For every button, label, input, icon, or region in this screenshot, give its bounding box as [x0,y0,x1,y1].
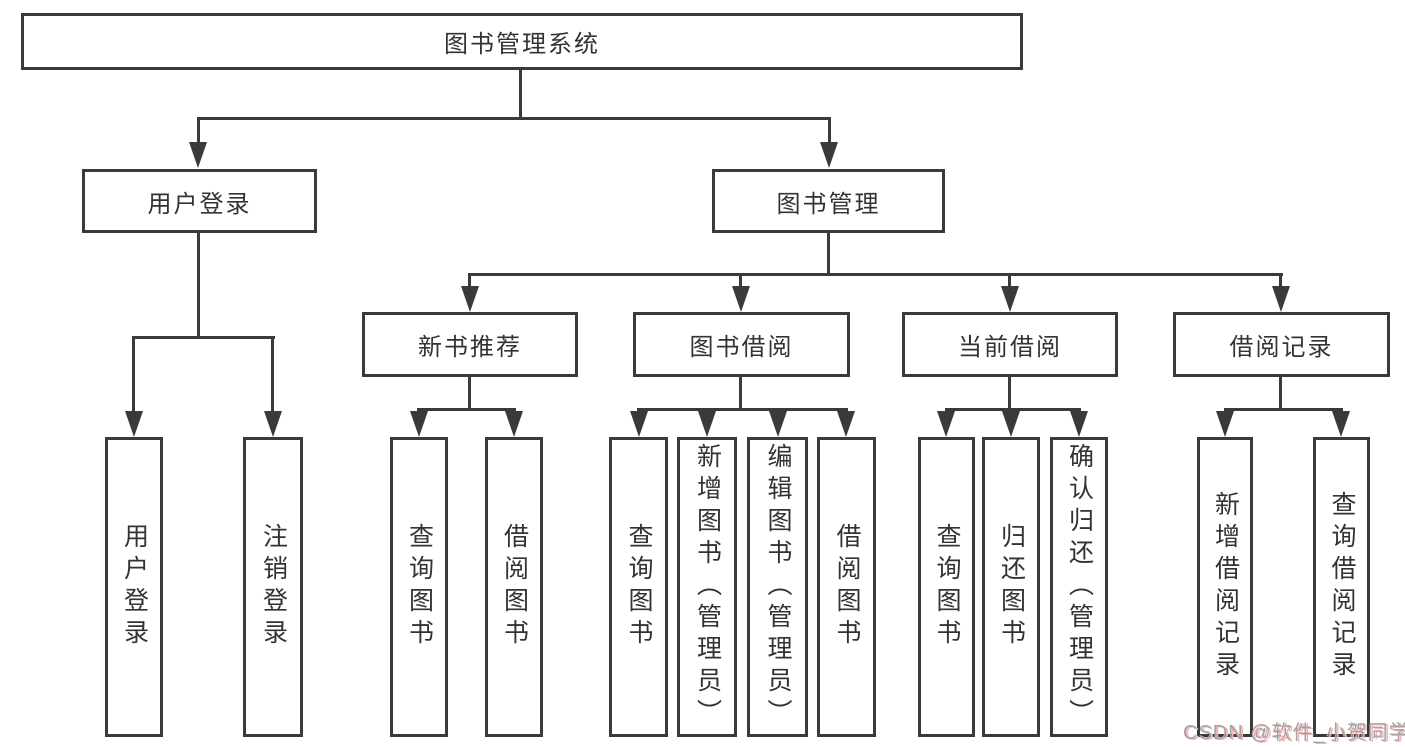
leaf-borrow-edit-books-admin: 编辑图书（管理员） [747,437,808,737]
leaf-logout: 注销登录 [243,437,303,737]
arrowhead-user-login [189,142,207,168]
edge-book-borrow-stem [739,377,742,408]
edge-records-stem [1279,377,1282,408]
node-user-login: 用户登录 [82,169,317,233]
edge-drop-new-book [468,276,471,286]
edge-drop-leaf-logout [271,339,274,411]
arrowhead-book-management [820,142,838,168]
arrowhead-new-book-borrow [505,411,523,437]
edge-root-bar [197,117,831,120]
node-borrow-records: 借阅记录 [1173,312,1390,377]
leaf-records-query-record: 查询借阅记录 [1313,437,1370,737]
edge-book-management-bar [468,273,1283,276]
edge-current-borrow-stem [1008,377,1011,408]
arrowhead-records-query [1332,411,1350,437]
leaf-current-return-books: 归还图书 [982,437,1040,737]
leaf-borrow-add-books-admin: 新增图书（管理员） [677,437,737,737]
edge-root-drop-book-management [828,120,831,144]
arrowhead-leaf-user-login [125,411,143,437]
csdn-watermark: CSDN @软件_小贺同学 [1183,722,1405,744]
edge-user-login-stem [197,233,200,336]
arrowhead-book-borrow [732,286,750,312]
arrowhead-current-borrow [1001,286,1019,312]
arrowhead-borrow-query [630,411,648,437]
leaf-current-confirm-return-admin: 确认归还（管理员） [1050,437,1108,737]
node-book-management: 图书管理 [712,169,945,233]
edge-records-bar [1224,408,1343,411]
leaf-borrow-query-books: 查询图书 [609,437,668,737]
node-book-borrow: 图书借阅 [633,312,850,377]
edge-book-management-stem [827,233,830,273]
edge-book-borrow-bar [637,408,848,411]
arrowhead-borrow-borrow [837,411,855,437]
edge-drop-book-borrow [739,276,742,286]
arrowhead-current-confirm [1070,411,1088,437]
edge-new-book-bar [417,408,516,411]
arrowhead-new-book [461,286,479,312]
edge-new-book-stem [468,377,471,408]
edge-root-stem [519,70,522,118]
node-current-borrow: 当前借阅 [902,312,1118,377]
edge-drop-leaf-user-login [132,339,135,411]
arrowhead-records-add [1216,411,1234,437]
arrowhead-borrow-edit [769,411,787,437]
edge-user-login-bar [132,336,275,339]
arrowhead-current-query [937,411,955,437]
leaf-newbook-query-books: 查询图书 [390,437,448,737]
arrowhead-borrow-add [698,411,716,437]
arrowhead-borrow-records [1272,286,1290,312]
edge-root-drop-user-login [197,120,200,144]
leaf-newbook-borrow-books: 借阅图书 [485,437,543,737]
arrowhead-new-book-query [410,411,428,437]
arrowhead-current-return [1002,411,1020,437]
leaf-user-login: 用户登录 [105,437,163,737]
edge-drop-borrow-records [1279,276,1282,286]
edge-current-borrow-bar [945,408,1081,411]
leaf-records-add-record: 新增借阅记录 [1197,437,1253,737]
node-new-book-recommend: 新书推荐 [362,312,578,377]
leaf-borrow-borrow-books: 借阅图书 [817,437,876,737]
node-library-management-system: 图书管理系统 [21,13,1023,70]
leaf-current-query-books: 查询图书 [918,437,975,737]
edge-drop-current-borrow [1008,276,1011,286]
arrowhead-leaf-logout [264,411,282,437]
